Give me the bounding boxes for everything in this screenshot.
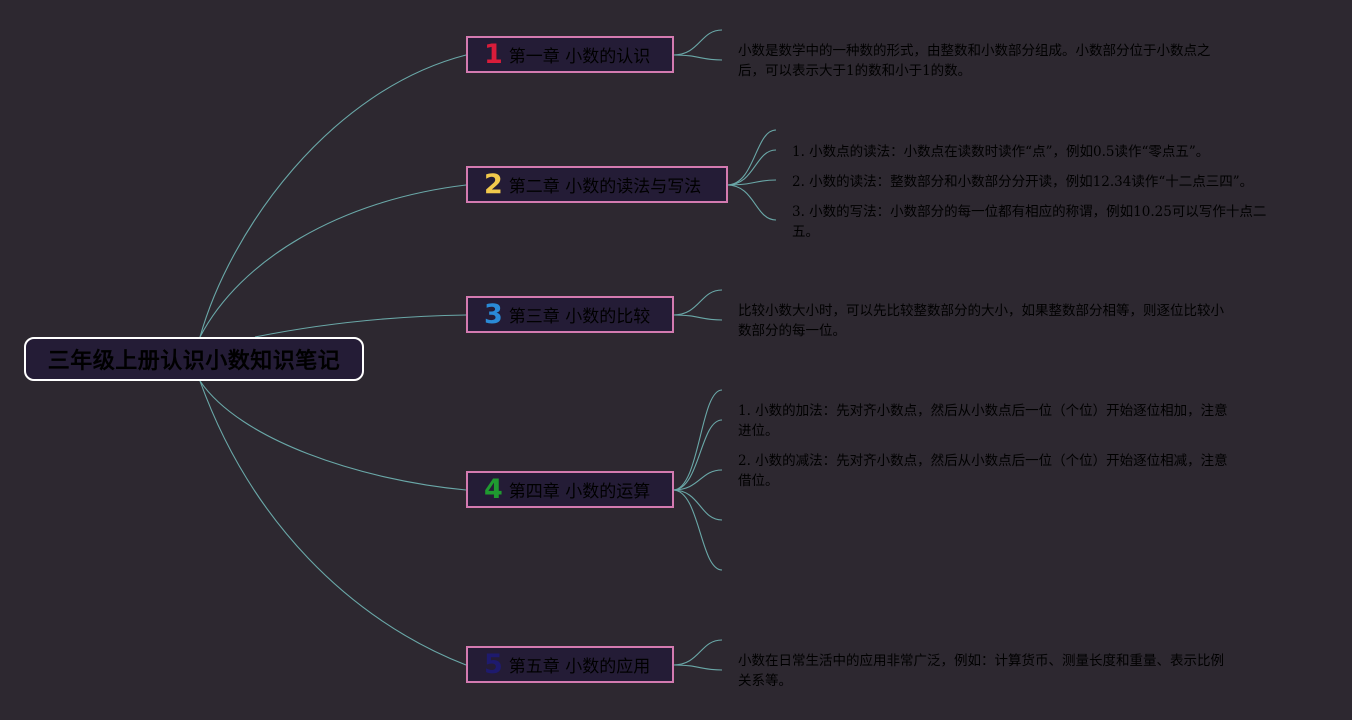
link-root-ch2 xyxy=(199,184,467,338)
link-root-ch4 xyxy=(199,380,467,491)
chapter-title-1: 第一章 小数的认识 xyxy=(508,47,651,67)
chapter-title-4: 第四章 小数的运算 xyxy=(508,482,651,502)
chapter-node-2[interactable]: 2 第二章 小数的读法与写法 xyxy=(466,166,728,203)
chapter-number-5: 5 xyxy=(484,649,503,680)
chapter-4-note-2: 2. 小数的减法：先对齐小数点，然后从小数点后一位（个位）开始逐位相减，注意借位… xyxy=(738,453,1228,489)
chapter-2-note-2: 2. 小数的读法：整数部分和小数部分分开读，例如12.34读作“十二点三四”。 xyxy=(792,174,1254,190)
chapter-5-note-1: 小数在日常生活中的应用非常广泛，例如：计算货币、测量长度和重量、表示比例关系等。 xyxy=(738,653,1224,689)
link-root-ch3 xyxy=(254,314,467,338)
chapter-title-2: 第二章 小数的读法与写法 xyxy=(508,177,702,197)
chapter-2-note-1: 1. 小数点的读法：小数点在读数时读作“点”，例如0.5读作“零点五”。 xyxy=(792,144,1210,160)
chapter-node-4[interactable]: 4 第四章 小数的运算 xyxy=(466,471,674,508)
chapter-title-5: 第五章 小数的应用 xyxy=(508,657,651,677)
chapter-node-1[interactable]: 1 第一章 小数的认识 xyxy=(466,36,674,73)
link-root-ch1 xyxy=(199,54,467,338)
chapter-number-4: 4 xyxy=(484,474,503,505)
chapter-node-5[interactable]: 5 第五章 小数的应用 xyxy=(466,646,674,683)
chapter-number-1: 1 xyxy=(484,39,503,70)
link-root-ch5 xyxy=(199,380,467,666)
chapter-3-note-1: 比较小数大小时，可以先比较整数部分的大小，如果整数部分相等，则逐位比较小数部分的… xyxy=(738,303,1224,339)
chapter-node-3[interactable]: 3 第三章 小数的比较 xyxy=(466,296,674,333)
chapter-title-3: 第三章 小数的比较 xyxy=(508,307,651,327)
root-title: 三年级上册认识小数知识笔记 xyxy=(47,349,341,374)
chapter-4-note-1: 1. 小数的加法：先对齐小数点，然后从小数点后一位（个位）开始逐位相加，注意进位… xyxy=(738,403,1228,439)
chapter-number-3: 3 xyxy=(484,299,503,330)
chapter-1-note-1: 小数是数学中的一种数的形式，由整数和小数部分组成。小数部分位于小数点之后，可以表… xyxy=(738,43,1211,79)
root-node[interactable]: 三年级上册认识小数知识笔记 xyxy=(24,337,364,381)
chapter-2-note-3: 3. 小数的写法：小数部分的每一位都有相应的称谓，例如10.25可以写作十点二五… xyxy=(792,204,1267,240)
chapter-number-2: 2 xyxy=(484,169,503,200)
